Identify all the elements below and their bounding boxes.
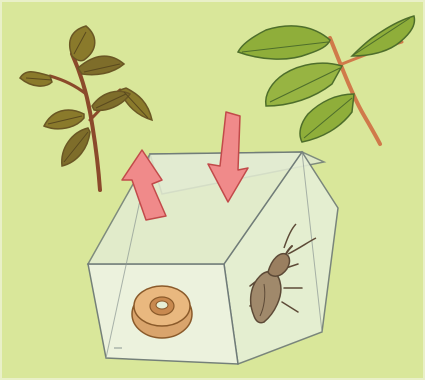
- food-ring-icon: [132, 286, 192, 338]
- transparent-box-icon: [88, 152, 338, 364]
- fresh-holly-branch-icon: [238, 16, 414, 144]
